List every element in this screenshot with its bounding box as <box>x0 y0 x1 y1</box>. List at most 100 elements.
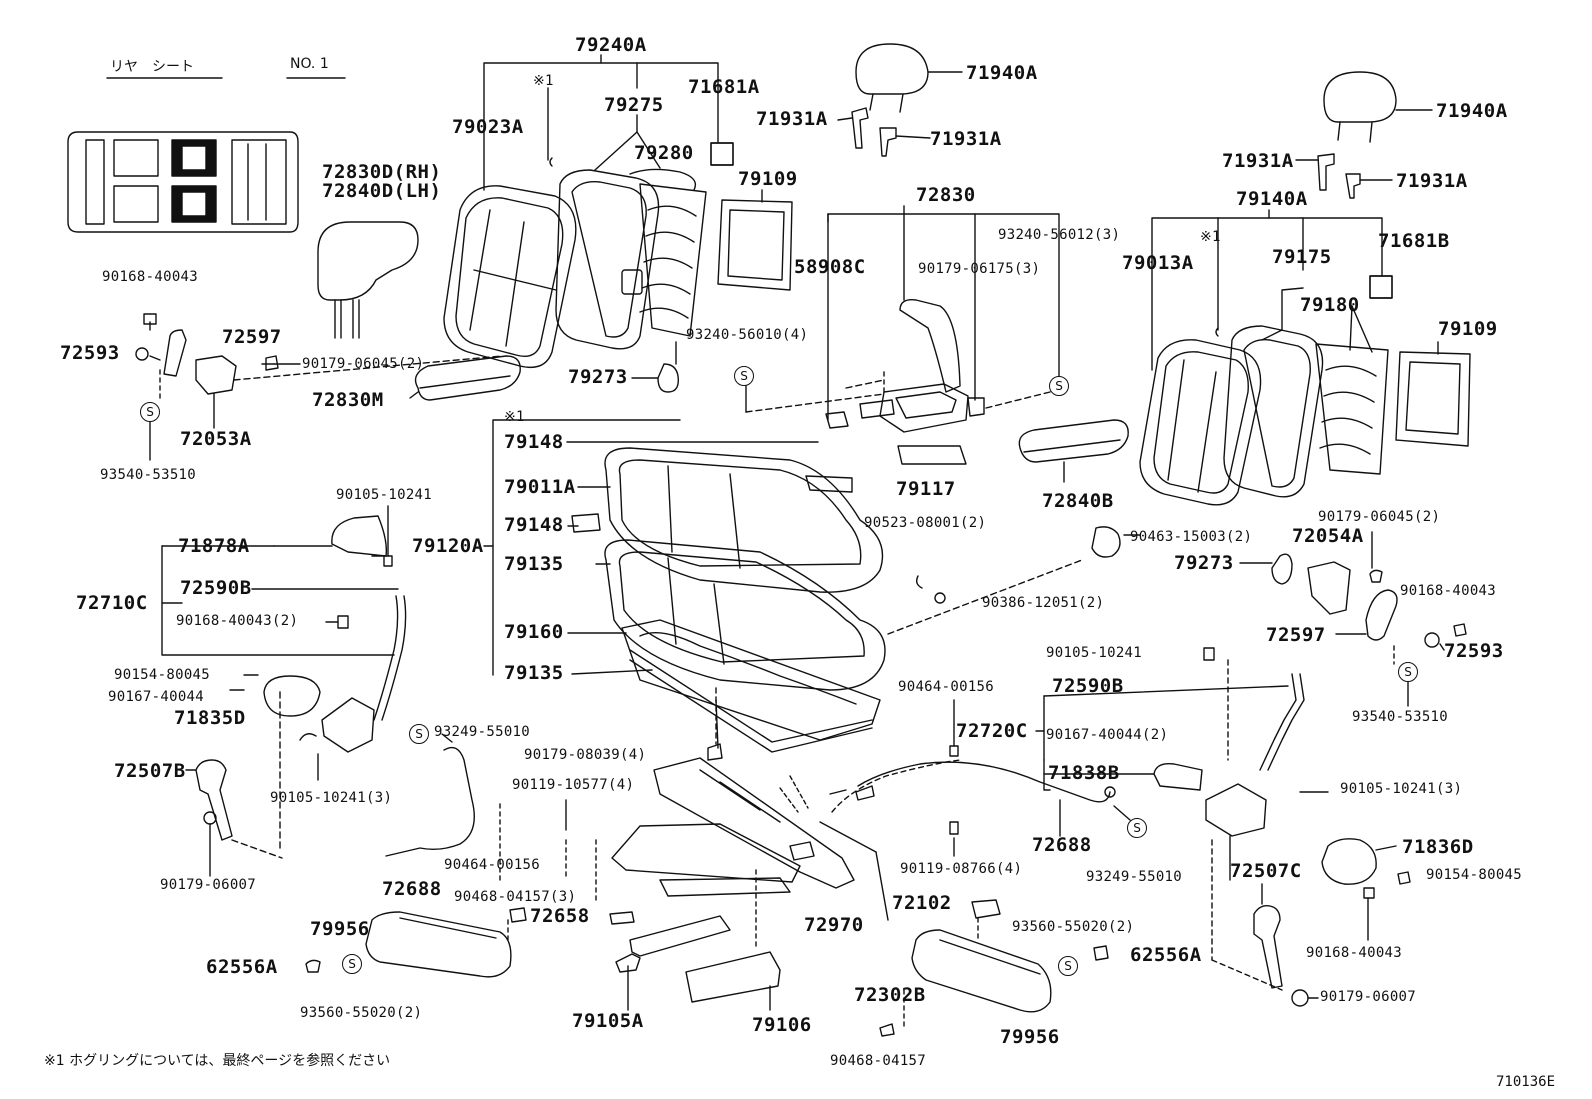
seat-number-label: NO. 1 <box>290 56 329 72</box>
part-label: 93240-56012(3) <box>998 227 1121 243</box>
seat-cushion-79011a <box>572 448 883 592</box>
service-symbol: S <box>1058 956 1078 976</box>
part-label: 72840D(LH) <box>322 180 442 202</box>
part-label: 79956 <box>1000 1026 1060 1048</box>
part-label: 72507C <box>1230 860 1302 882</box>
diagram-code: 710136E <box>1496 1074 1556 1090</box>
part-label: 90179-06007 <box>160 877 257 893</box>
part-label: 79240A <box>575 34 647 56</box>
part-label: 71931A <box>930 128 1002 150</box>
part-label: 93240-56010(4) <box>686 327 809 343</box>
part-label: 90179-06045(2) <box>1318 509 1441 525</box>
part-label: 72590B <box>180 577 252 599</box>
footnote-marker: ※1 <box>504 409 525 425</box>
part-label: 72840B <box>1042 490 1114 512</box>
seat-frame-79280 <box>630 169 706 336</box>
seatback-79023a <box>444 186 576 368</box>
part-label: 72593 <box>1444 640 1504 662</box>
part-label: 90179-06175(3) <box>918 261 1041 277</box>
part-label: 90463-15003(2) <box>1130 529 1253 545</box>
service-symbol: S <box>342 954 362 974</box>
board-79109-right <box>1396 342 1470 446</box>
part-label: 90464-00156 <box>444 857 541 873</box>
part-label: 71878A <box>178 535 250 557</box>
part-label: 71931A <box>756 108 828 130</box>
part-label: 72710C <box>76 592 148 614</box>
vehicle-layout-icon <box>68 132 298 232</box>
part-label: 72597 <box>1266 624 1326 646</box>
seatback-79013a <box>1140 340 1261 505</box>
part-label: 90105-10241 <box>1046 645 1143 661</box>
part-label: 72054A <box>1292 525 1364 547</box>
part-label: 72507B <box>114 760 186 782</box>
part-label: 71940A <box>966 62 1038 84</box>
part-label: 90179-08039(4) <box>524 747 647 763</box>
part-label: 90468-04157 <box>830 1053 927 1069</box>
armrest-pad-72840b <box>1019 420 1128 482</box>
part-label: 90167-40044 <box>108 689 205 705</box>
seat-cushion-79135 <box>605 540 885 690</box>
part-label: 79120A <box>412 535 484 557</box>
part-label: 90119-10577(4) <box>512 777 635 793</box>
part-label: 71681A <box>688 76 760 98</box>
part-label: 71931A <box>1396 170 1468 192</box>
headrest-71940a-right <box>1296 72 1432 198</box>
part-label: 72053A <box>180 428 252 450</box>
part-label: 72590B <box>1052 675 1124 697</box>
service-symbol: S <box>1049 376 1069 396</box>
part-label: 79160 <box>504 621 564 643</box>
seatback-cover-79275 <box>556 170 659 349</box>
part-label: 71940A <box>1436 100 1508 122</box>
seat-frame-79180 <box>1316 306 1388 474</box>
part-label: 79956 <box>310 918 370 940</box>
part-label: 79011A <box>504 476 576 498</box>
board-79109-left <box>718 190 792 290</box>
part-label: 90168-40043(2) <box>176 613 299 629</box>
part-label: 79135 <box>504 662 564 684</box>
part-label: 90167-40044(2) <box>1046 727 1169 743</box>
part-label: 93540-53510 <box>100 467 197 483</box>
part-label: 90105-10241 <box>336 487 433 503</box>
part-label: 72830M <box>312 389 384 411</box>
part-label: 79023A <box>452 116 524 138</box>
part-label: 79273 <box>1174 552 1234 574</box>
part-label: 72720C <box>956 720 1028 742</box>
part-label: 90168-40043 <box>1400 583 1497 599</box>
part-label: 90179-06007 <box>1320 989 1417 1005</box>
service-symbol: S <box>409 724 429 744</box>
service-symbol: S <box>1398 662 1418 682</box>
part-label: 71838B <box>1048 762 1120 784</box>
part-label: 72658 <box>530 905 590 927</box>
part-label: 79275 <box>604 94 664 116</box>
part-label: 79273 <box>568 366 628 388</box>
part-label: 72102 <box>892 892 952 914</box>
part-label: 72688 <box>1032 834 1092 856</box>
part-label: 93560-55020(2) <box>1012 919 1135 935</box>
part-label: 90154-80045 <box>114 667 211 683</box>
part-label: 90468-04157(3) <box>454 889 577 905</box>
part-label: 93560-55020(2) <box>300 1005 423 1021</box>
headrest-72830d <box>318 222 418 338</box>
footnote-marker: ※1 <box>1200 229 1221 245</box>
part-label: 79013A <box>1122 252 1194 274</box>
part-label: 72830 <box>916 184 976 206</box>
part-label: 79148 <box>504 431 564 453</box>
part-label: 71836D <box>1402 836 1474 858</box>
service-symbol: S <box>1127 818 1147 838</box>
footnote-marker: ※1 <box>533 73 554 89</box>
part-label: 93540-53510 <box>1352 709 1449 725</box>
part-label: 72830D(RH) <box>322 161 442 183</box>
service-symbol: S <box>734 366 754 386</box>
part-label: 62556A <box>206 956 278 978</box>
part-label: 79117 <box>896 478 956 500</box>
part-label: 79148 <box>504 514 564 536</box>
part-label: 79140A <box>1236 188 1308 210</box>
seat-frame-79160 <box>622 620 880 752</box>
part-label: 71931A <box>1222 150 1294 172</box>
part-label: 79109 <box>738 168 798 190</box>
part-label: 90168-40043 <box>102 269 199 285</box>
part-label: 62556A <box>1130 944 1202 966</box>
service-symbol: S <box>140 402 160 422</box>
